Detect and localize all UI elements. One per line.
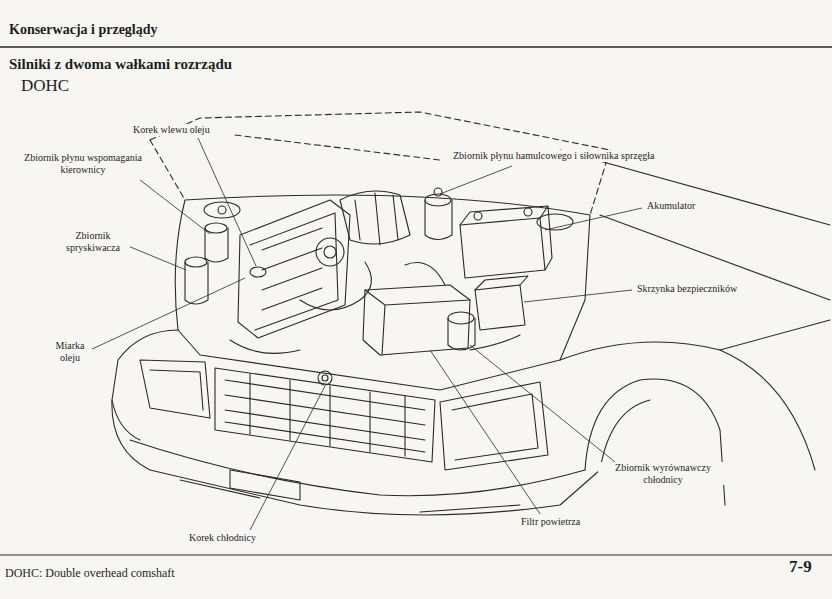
page-number: 7-9 <box>788 557 813 577</box>
section-title: Silniki z dwoma wałkami rozrządu <box>8 56 233 73</box>
part-label: Zbiornik wyrównawczy chłodnicy <box>598 462 728 485</box>
part-label: Zbiornik płynu wspomagania kierownicy <box>22 152 144 175</box>
part-label: Korek wlewu oleju <box>132 124 211 136</box>
part-label: Korek chłodnicy <box>188 532 257 544</box>
part-label: Zbiornik spryskiwacza <box>56 230 130 253</box>
engine-type: DOHC <box>20 76 70 96</box>
footnote: DOHC: Double overhead comshaft <box>4 567 176 581</box>
part-label: Akumulator <box>646 200 696 212</box>
part-label: Filtr powietrza <box>520 516 581 528</box>
part-label: Miarka oleju <box>48 340 92 363</box>
part-label: Zbiornik płynu hamulcowego i siłownika s… <box>452 150 655 162</box>
running-header: Konserwacja i przeglądy <box>8 22 159 38</box>
part-label: Skrzynka bezpieczników <box>636 283 738 295</box>
